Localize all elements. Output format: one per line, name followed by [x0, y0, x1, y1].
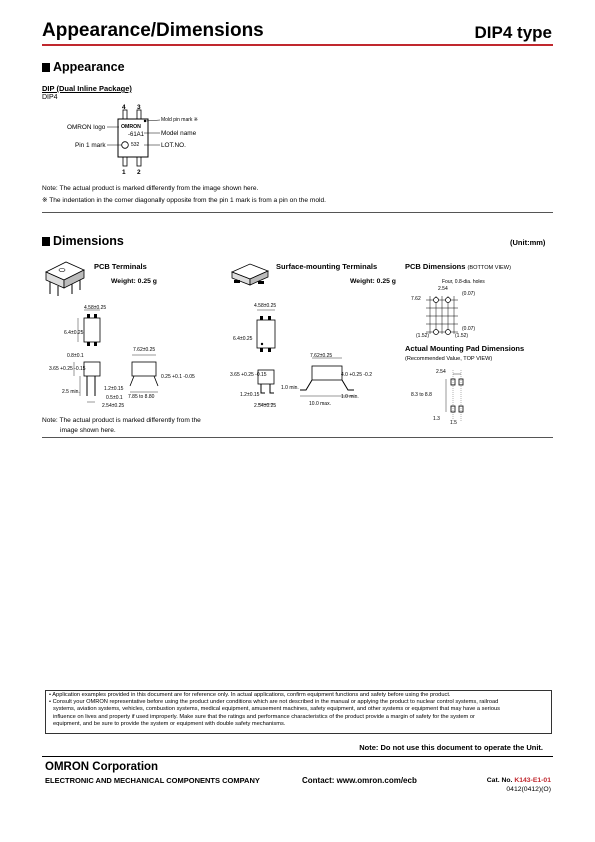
chip-brand: OMRON [121, 124, 141, 130]
pcb-dim-length: 6.4±0.25 [64, 330, 84, 336]
divider [42, 212, 553, 213]
smt-dim-foot-left: 1.0 min. [281, 385, 299, 391]
header-rule [42, 44, 553, 46]
smt-dim-foot-right: 1.0 min. [341, 394, 359, 400]
pin-label-3: 3 [137, 104, 141, 111]
disclaimer-line: influence on lives and property if used … [53, 713, 475, 720]
pcb-dim-width: 4.58±0.25 [84, 305, 107, 311]
smt-weight: Weight: 0.25 g [350, 278, 396, 285]
company-name: OMRON Corporation [45, 761, 159, 773]
pin-label-1: 1 [122, 169, 126, 176]
pin-label-4: 4 [122, 104, 126, 111]
pad-subtitle: (Recommended Value, TOP VIEW) [405, 356, 493, 362]
pcb-dim-span: 7.85 to 8.80 [128, 394, 155, 400]
appearance-drawing [107, 109, 161, 167]
disclaimer-line: equipment, and be sure to provide the sy… [53, 720, 286, 727]
pcb-dims-edge-top: (0.07) [462, 291, 476, 297]
pad-drawing [445, 370, 464, 422]
pin-2 [136, 156, 142, 167]
label-model-name: Model name [161, 130, 197, 137]
mold-pin-mark-icon [143, 119, 147, 123]
smt-dim-body: 4.0 +0.25 -0.2 [341, 372, 372, 378]
label-pin1-mark: Pin 1 mark [75, 142, 106, 149]
pcb-holes-drawing [426, 296, 458, 335]
pcb-terminals-drawing [73, 309, 159, 403]
company-division: ELECTRONIC AND MECHANICAL COMPONENTS COM… [45, 776, 260, 785]
catalog-number: Cat. No. K143-E1-01 [486, 777, 551, 784]
hole-icon [445, 297, 451, 303]
smt-dim-row: 7.62±0.25 [310, 353, 333, 359]
smt-dim-span: 10.0 max. [309, 401, 331, 407]
pcb-dim-lead-w: 1.2±0.15 [104, 386, 124, 392]
document-code: 0412(0412)(O) [506, 786, 551, 793]
pcb-package-3d-icon [45, 261, 85, 296]
smt-dim-length: 6.4±0.25 [233, 336, 253, 342]
hole-icon [433, 297, 439, 303]
disclaimer-line: • Application examples provided in this … [49, 692, 451, 698]
pad-dim-h: 1.5 [450, 420, 457, 426]
package-subtitle: DIP4 [42, 94, 58, 101]
contact-link[interactable]: Contact: www.omron.com/ecb [302, 776, 417, 785]
chip-body [117, 118, 149, 158]
pcb-dim-lead-thk: 0.25 +0.1 -0.05 [161, 374, 195, 380]
label-lot-no: LOT.NO. [161, 142, 186, 149]
pcb-dims-right: (1.52) [455, 333, 469, 339]
pcb-dims-pitch: 2.54 [438, 286, 448, 292]
divider [42, 437, 553, 438]
smt-dim-height: 3.65 +0.25 -0.15 [230, 372, 267, 378]
pcb-dim-lead-len: 2.5 min. [62, 389, 80, 395]
pin-3 [136, 109, 142, 120]
pcb-dim-lead-t: 0.5±0.1 [106, 395, 123, 401]
chip-lot: 532 [131, 142, 140, 148]
smt-title: Surface-mounting Terminals [276, 262, 378, 271]
unit-label: (Unit:mm) [510, 238, 546, 247]
package-type: DIP4 type [474, 23, 552, 42]
smt-drawing [256, 309, 354, 405]
pin-4 [122, 109, 128, 120]
pin-1 [122, 156, 128, 167]
operation-warning: Note: Do not use this document to operat… [359, 743, 543, 752]
package-title: DIP (Dual Inline Package) [42, 84, 132, 93]
smt-dim-lead-w: 1.2±0.15 [240, 392, 260, 398]
footer-rule [42, 756, 553, 757]
smt-package-3d-icon [230, 263, 270, 286]
dimensions-note-2: image shown here. [60, 427, 116, 434]
pad-dim-w: 1.3 [433, 416, 440, 422]
disclaimer-line: systems, aviation systems, vehicles, com… [53, 706, 500, 713]
disclaimer-line: • Consult your OMRON representative befo… [49, 699, 499, 706]
pad-dim-pitch: 2.54 [436, 369, 446, 375]
pcb-dim-lead-top: 0.8±0.1 [67, 353, 84, 359]
label-mold-pin: Mold pin mark ※ [161, 117, 198, 123]
hole-icon [445, 329, 451, 335]
disclaimer-box: • Application examples provided in this … [45, 690, 552, 734]
pcb-dims-edge-bottom: (0.07) [462, 326, 476, 332]
pcb-dims-left: (1.52) [416, 333, 430, 339]
label-omron-logo: OMRON logo [67, 124, 106, 131]
chip-model: -61A1 [128, 132, 145, 138]
pcb-dims-title: PCB Dimensions (BOTTOM VIEW) [405, 262, 511, 271]
appearance-note-2: ※ The indentation in the corner diagonal… [42, 197, 326, 204]
pcb-dim-pitch: 2.54±0.25 [102, 403, 125, 409]
pcb-dims-row: 7.62 [411, 296, 421, 302]
pcb-terminals-title: PCB Terminals [94, 262, 147, 271]
appearance-note-1: Note: The actual product is marked diffe… [42, 185, 259, 192]
pad-title: Actual Mounting Pad Dimensions [405, 344, 525, 353]
section-bullet-icon [42, 63, 50, 72]
pcb-dim-row: 7.62±0.25 [133, 347, 156, 353]
pad-dim-span: 8.3 to 8.8 [411, 392, 432, 398]
smt-dim-width: 4.58±0.25 [254, 303, 277, 309]
smt-dim-pitch: 2.54±0.25 [254, 403, 277, 409]
dimensions-heading: Dimensions [42, 234, 124, 248]
pcb-dim-height: 3.65 +0.25 -0.15 [49, 366, 86, 372]
pcb-holes-label: Four, 0.8-dia. holes [442, 279, 485, 285]
pcb-weight: Weight: 0.25 g [111, 278, 157, 285]
page-title: Appearance/Dimensions [42, 20, 264, 41]
pin-label-2: 2 [137, 169, 141, 176]
hole-icon [433, 329, 439, 335]
dimensions-note-1: Note: The actual product is marked diffe… [42, 417, 201, 424]
section-bullet-icon [42, 237, 50, 246]
appearance-heading: Appearance [42, 60, 125, 74]
